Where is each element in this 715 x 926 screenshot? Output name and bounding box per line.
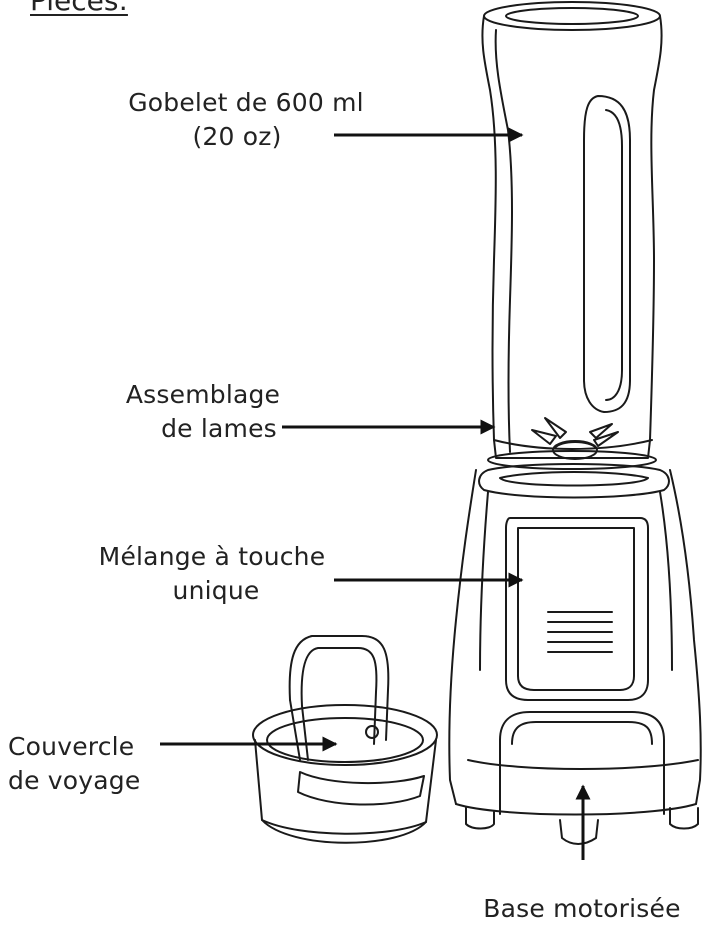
label-cup-line1: Gobelet de 600 ml	[128, 88, 364, 117]
label-blade: Assemblage de lames	[100, 378, 306, 446]
section-title: Pièces:	[30, 0, 128, 17]
cup-drawing	[481, 1, 663, 470]
label-lid-line1: Couvercle	[8, 732, 135, 761]
lid-drawing	[252, 635, 438, 844]
label-lid-line2: de voyage	[8, 766, 141, 795]
label-base-line1: Base motorisée	[483, 894, 681, 923]
label-base: Base motorisée	[452, 892, 712, 926]
label-lid: Couvercle de voyage	[8, 730, 168, 798]
label-cup-line2: (20 oz)	[192, 122, 282, 151]
label-button-line1: Mélange à touche	[98, 542, 326, 571]
arrow-icon	[160, 127, 591, 860]
base-drawing	[448, 463, 702, 845]
label-button: Mélange à touche unique	[74, 540, 350, 608]
label-cup: Gobelet de 600 ml (20 oz)	[126, 86, 366, 154]
label-blade-line2: de lames	[161, 414, 277, 443]
label-blade-line1: Assemblage	[125, 380, 281, 409]
label-button-line2: unique	[172, 576, 260, 605]
blade-drawing	[531, 417, 619, 460]
